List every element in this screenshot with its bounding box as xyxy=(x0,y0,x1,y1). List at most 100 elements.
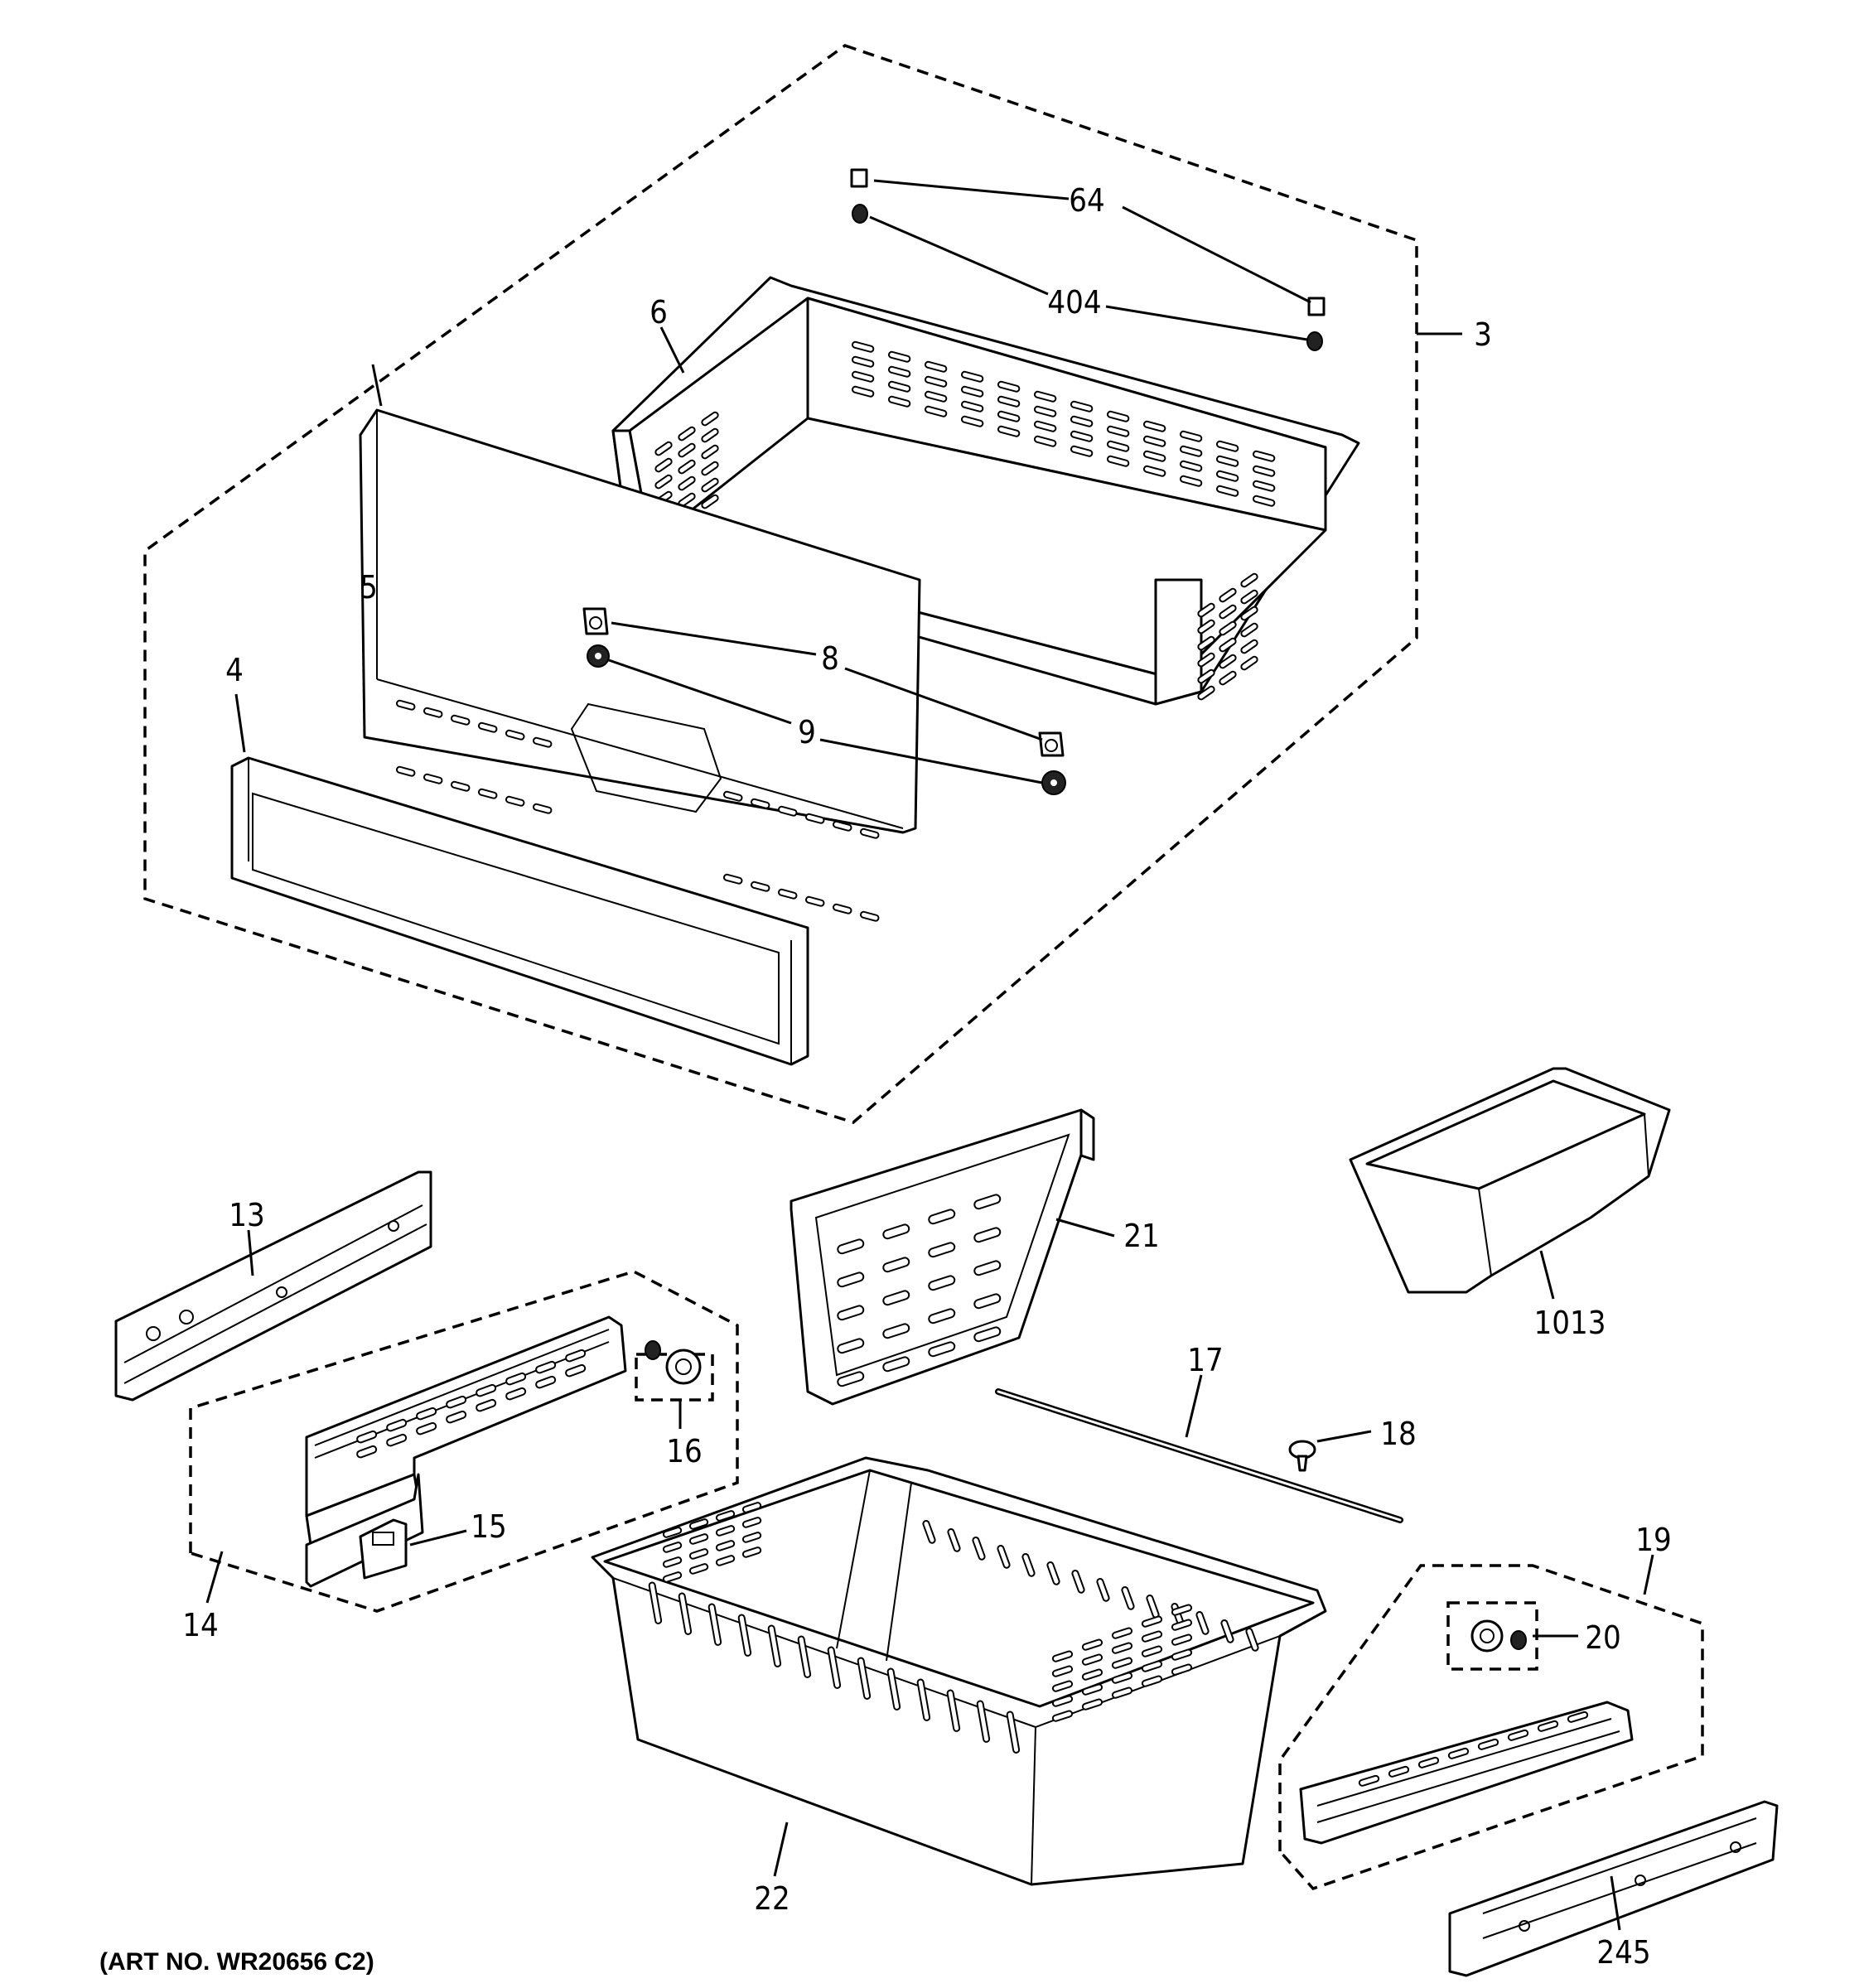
vent-slot xyxy=(1179,445,1203,457)
callout-245: 245 xyxy=(1596,1934,1650,1971)
part-5-front-support xyxy=(359,408,921,922)
vent-slot xyxy=(1240,622,1258,638)
vent-slot xyxy=(1070,400,1094,413)
vent-slot xyxy=(1141,1675,1163,1687)
vent-slot xyxy=(960,415,984,427)
part-8-clip-right xyxy=(1038,731,1065,757)
vent-slot xyxy=(1417,1756,1440,1768)
callout-404: 404 xyxy=(1047,284,1101,321)
part-15-cover xyxy=(359,1518,408,1580)
art-number: (ART NO. WR20656 C2) xyxy=(99,1948,374,1976)
vent-slot xyxy=(532,803,553,814)
callout-16: 16 xyxy=(666,1433,703,1469)
vent-slot xyxy=(1081,1653,1103,1666)
vent-slot xyxy=(386,1418,408,1432)
vent-slot xyxy=(741,1546,762,1558)
vent-slot xyxy=(535,1360,557,1374)
vent-slot xyxy=(928,1308,956,1325)
vent-slot xyxy=(997,410,1021,422)
callout-13: 13 xyxy=(229,1197,265,1233)
vent-slot xyxy=(928,1341,956,1358)
vent-slot xyxy=(1252,465,1276,477)
vent-slot xyxy=(1477,1738,1499,1750)
vent-slot xyxy=(1240,589,1258,605)
vent-slot xyxy=(924,360,948,373)
vent-slot xyxy=(1142,435,1166,447)
vent-slot xyxy=(688,1533,709,1545)
vent-slot xyxy=(1070,415,1094,427)
vent-slot xyxy=(832,903,852,914)
vent-slot xyxy=(715,1525,736,1537)
vent-slot xyxy=(707,1603,722,1646)
vent-slot xyxy=(715,1540,736,1551)
vent-slot xyxy=(450,714,471,726)
vent-slot xyxy=(1141,1630,1163,1643)
vent-slot xyxy=(662,1527,683,1538)
vent-slot xyxy=(1033,420,1057,432)
vent-slot xyxy=(1070,445,1094,457)
vent-slot xyxy=(1171,1663,1193,1676)
assembly-14-boundary xyxy=(189,1270,739,1613)
vent-slot xyxy=(1111,1657,1133,1669)
vent-slot xyxy=(1197,685,1215,701)
callout-14: 14 xyxy=(182,1607,219,1643)
vent-slot xyxy=(1220,1619,1234,1643)
vent-slot xyxy=(851,340,875,353)
vent-slot xyxy=(1245,1627,1259,1652)
vent-slot xyxy=(1121,1585,1135,1610)
callout-1013: 1013 xyxy=(1534,1305,1606,1341)
vent-slot xyxy=(505,1372,527,1386)
vent-slot xyxy=(648,1581,663,1624)
vent-slot xyxy=(1358,1774,1380,1787)
vent-slot xyxy=(973,1326,1002,1343)
part-64-stop-right xyxy=(1307,297,1326,316)
vent-slot xyxy=(688,1518,709,1530)
vent-slot xyxy=(972,1536,986,1561)
vent-slot xyxy=(924,390,948,403)
vent-slot xyxy=(386,1433,408,1447)
callout-19: 19 xyxy=(1635,1522,1672,1558)
vent-slot xyxy=(423,773,443,784)
vent-slot xyxy=(1070,430,1094,442)
vent-slot xyxy=(960,370,984,383)
vent-slot xyxy=(916,1678,931,1721)
vent-slot xyxy=(1219,587,1237,603)
callout-6: 6 xyxy=(650,294,668,331)
vent-slot xyxy=(1081,1638,1103,1651)
vent-slot xyxy=(356,1445,378,1459)
vent-slot xyxy=(1141,1660,1163,1672)
vent-slot xyxy=(1106,410,1130,422)
vent-slot xyxy=(928,1275,956,1291)
vent-slot xyxy=(928,1242,956,1258)
vent-slot xyxy=(737,1614,752,1657)
vent-slot xyxy=(973,1194,1002,1210)
assembly-19-boundary xyxy=(1278,1564,1704,1891)
vent-slot xyxy=(1106,425,1130,437)
vent-slot xyxy=(947,1527,961,1552)
vent-slot xyxy=(535,1375,557,1389)
vent-slot xyxy=(1507,1729,1529,1741)
vent-slot xyxy=(1033,390,1057,403)
vent-slot xyxy=(654,457,673,473)
vent-slot xyxy=(1051,1665,1074,1677)
vent-slot xyxy=(1240,639,1258,654)
vent-slot xyxy=(1111,1672,1133,1684)
vent-slot xyxy=(416,1407,437,1421)
part-17-rod xyxy=(995,1388,1403,1523)
vent-slot xyxy=(976,1700,991,1743)
vent-slot xyxy=(741,1502,762,1513)
part-9-gear-left xyxy=(587,644,610,668)
assembly-3-boundary xyxy=(143,44,1418,1124)
vent-slot xyxy=(851,385,875,398)
vent-slot xyxy=(416,1421,437,1436)
vent-slot xyxy=(851,370,875,383)
vent-slot xyxy=(1197,652,1215,668)
vent-slot xyxy=(1215,485,1239,497)
vent-slot xyxy=(1111,1642,1133,1654)
vent-slot xyxy=(722,873,743,885)
vent-slot xyxy=(1219,637,1237,653)
vent-slot xyxy=(662,1542,683,1553)
vent-slot xyxy=(1046,1561,1060,1585)
vent-slot xyxy=(882,1356,910,1373)
vent-slot xyxy=(1252,450,1276,462)
